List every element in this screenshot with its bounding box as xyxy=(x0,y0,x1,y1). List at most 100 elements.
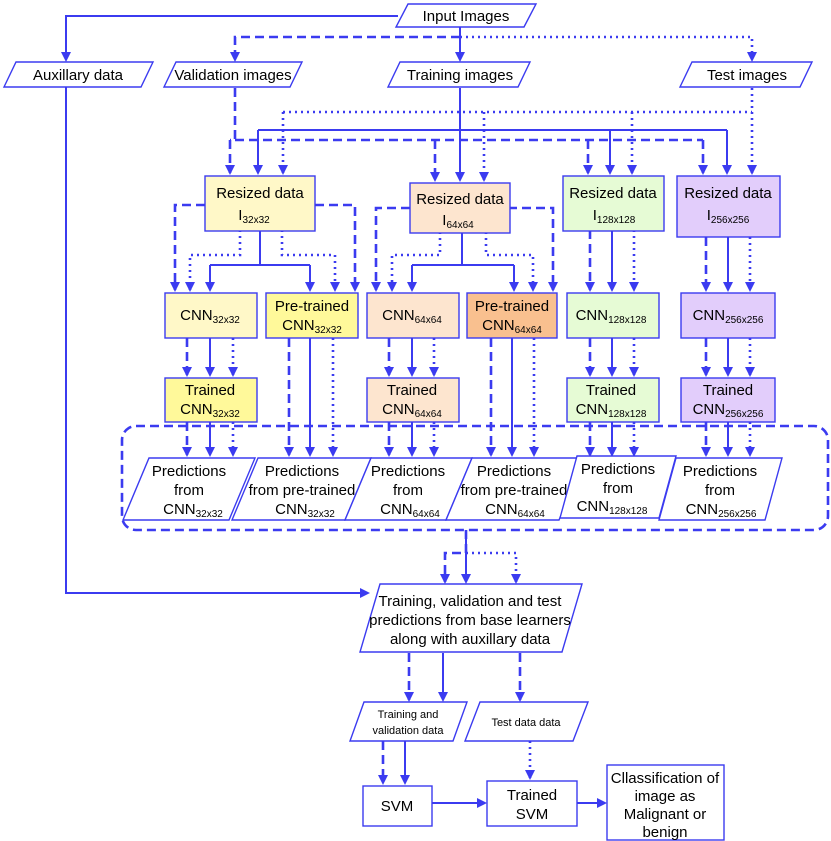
connectors xyxy=(61,15,830,808)
trained-cnn-64-title: Trained xyxy=(387,382,437,399)
resized-32-sub-label: I32x32 xyxy=(238,207,270,226)
resized-128-sub-label: I128x128 xyxy=(593,207,636,226)
predictions-pretrained-64-line3: CNN64x64 xyxy=(485,501,545,520)
cnn-256-node: CNN256x256 xyxy=(680,292,776,339)
cnn-64-label: CNN64x64 xyxy=(382,307,442,326)
input-images-node: Input Images xyxy=(394,3,538,28)
predictions-pretrained-64-line2: from pre-trained xyxy=(461,482,568,499)
trained-cnn-64-label: CNN64x64 xyxy=(382,401,442,420)
trained-cnn-32-node: Trained CNN32x32 xyxy=(164,377,258,423)
predictions-cnn-64-line3: CNN64x64 xyxy=(380,501,440,520)
classification-line4: benign xyxy=(642,824,687,841)
predictions-cnn-128-line2: from xyxy=(603,480,633,497)
resized-256-box xyxy=(676,175,781,238)
pretrained-32-label: CNN32x32 xyxy=(282,317,342,336)
predictions-cnn-256-line2: from xyxy=(705,482,735,499)
cnn-32-box xyxy=(164,292,258,339)
resized-128-box xyxy=(562,175,665,232)
test-images-node: Test images xyxy=(678,61,814,88)
pretrained-64-label: CNN64x64 xyxy=(482,317,542,336)
resized-64-box xyxy=(409,182,511,234)
pretrained-64-node: Pre-trained CNN64x64 xyxy=(466,292,558,339)
test-data-node: Test data data xyxy=(463,701,590,742)
resized-64-sub-label: I64x64 xyxy=(442,212,474,231)
cnn-128-box xyxy=(566,292,660,339)
resized-128-title: Resized data xyxy=(569,185,657,202)
cnn-32-label: CNN32x32 xyxy=(180,307,240,326)
trained-cnn-256-label: CNN256x256 xyxy=(693,401,764,420)
svm-label: SVM xyxy=(381,798,414,815)
pretrained-32-node: Pre-trained CNN32x32 xyxy=(265,292,359,339)
resized-data-256: Resized data I256x256 xyxy=(676,175,781,238)
trained-cnn-32-title: Trained xyxy=(185,382,235,399)
cnn-64-box xyxy=(366,292,460,339)
trained-svm-line2: SVM xyxy=(516,806,549,823)
predictions-cnn-64-line1: Predictions xyxy=(371,463,445,480)
predictions-pretrained-32-node: Predictions from pre-trained CNN32x32 xyxy=(230,457,373,521)
trained-cnn-128-box xyxy=(566,377,660,423)
trained-svm-node: Trained SVM xyxy=(486,780,578,827)
test-images-label: Test images xyxy=(707,67,787,84)
trained-cnn-256-title: Trained xyxy=(703,382,753,399)
trained-cnn-32-label: CNN32x32 xyxy=(180,401,240,420)
trained-cnn-64-box xyxy=(366,377,460,423)
resized-256-title: Resized data xyxy=(684,185,772,202)
trained-cnn-128-label: CNN128x128 xyxy=(576,401,647,420)
predictions-cnn-128-node: Predictions from CNN128x128 xyxy=(559,455,677,519)
pretrained-64-title: Pre-trained xyxy=(475,298,549,315)
trained-cnn-32-box xyxy=(164,377,258,423)
predictions-cnn-32-line1: Predictions xyxy=(152,463,226,480)
auxillary-data-node: Auxillary data xyxy=(2,61,155,88)
combined-line1: Training, validation and test xyxy=(379,593,563,610)
train-val-line1: Training and xyxy=(378,709,439,721)
cnn-64-node: CNN64x64 xyxy=(366,292,460,339)
predictions-cnn-256-node: Predictions from CNN256x256 xyxy=(658,457,783,521)
combined-predictions-node: Training, validation and test prediction… xyxy=(359,583,583,653)
resized-32-title: Resized data xyxy=(216,185,304,202)
input-images-label: Input Images xyxy=(423,8,510,25)
test-data-label: Test data data xyxy=(491,717,561,729)
predictions-pretrained-32-line2: from pre-trained xyxy=(249,482,356,499)
classification-line1: Cllassification of xyxy=(611,770,720,787)
combined-line2: predictions from base learners xyxy=(369,612,571,629)
training-validation-data-node: Training and validation data xyxy=(349,701,468,742)
predictions-cnn-256-line3: CNN256x256 xyxy=(686,501,757,520)
train-val-line2: validation data xyxy=(373,725,445,737)
predictions-pretrained-64-node: Predictions from pre-trained CNN64x64 xyxy=(444,457,587,521)
resized-data-32: Resized data I32x32 xyxy=(204,175,316,232)
predictions-cnn-32-line2: from xyxy=(174,482,204,499)
pretrained-64-box xyxy=(466,292,558,339)
svm-node: SVM xyxy=(362,785,433,827)
resized-256-sub-label: I256x256 xyxy=(707,207,750,226)
predictions-cnn-32-node: Predictions from CNN32x32 xyxy=(121,457,257,521)
trained-cnn-128-title: Trained xyxy=(586,382,636,399)
resized-data-64: Resized data I64x64 xyxy=(409,182,511,234)
cnn-32-node: CNN32x32 xyxy=(164,292,258,339)
training-images-label: Training images xyxy=(407,67,513,84)
combined-line3: along with auxillary data xyxy=(390,631,551,648)
resized-32-box xyxy=(204,175,316,232)
auxillary-data-label: Auxillary data xyxy=(33,67,124,84)
cnn-128-node: CNN128x128 xyxy=(566,292,660,339)
cnn-256-box xyxy=(680,292,776,339)
resized-data-128: Resized data I128x128 xyxy=(562,175,665,232)
predictions-cnn-256-line1: Predictions xyxy=(683,463,757,480)
cnn-256-label: CNN256x256 xyxy=(693,307,764,326)
training-images-node: Training images xyxy=(386,61,532,88)
predictions-cnn-64-node: Predictions from CNN64x64 xyxy=(343,457,474,521)
predictions-pretrained-64-line1: Predictions xyxy=(477,463,551,480)
resized-64-title: Resized data xyxy=(416,191,504,208)
trained-svm-line1: Trained xyxy=(507,787,557,804)
classification-line2: image as xyxy=(635,788,696,805)
cnn-128-label: CNN128x128 xyxy=(576,307,647,326)
predictions-cnn-128-line1: Predictions xyxy=(581,461,655,478)
pretrained-32-box xyxy=(265,292,359,339)
predictions-cnn-128-line3: CNN128x128 xyxy=(577,498,648,517)
predictions-pretrained-32-line3: CNN32x32 xyxy=(275,501,335,520)
trained-cnn-128-node: Trained CNN128x128 xyxy=(566,377,660,423)
trained-cnn-256-box xyxy=(680,377,776,423)
predictions-cnn-32-line3: CNN32x32 xyxy=(163,501,223,520)
classification-node: Cllassification of image as Malignant or… xyxy=(606,764,725,841)
predictions-pretrained-32-line1: Predictions xyxy=(265,463,339,480)
